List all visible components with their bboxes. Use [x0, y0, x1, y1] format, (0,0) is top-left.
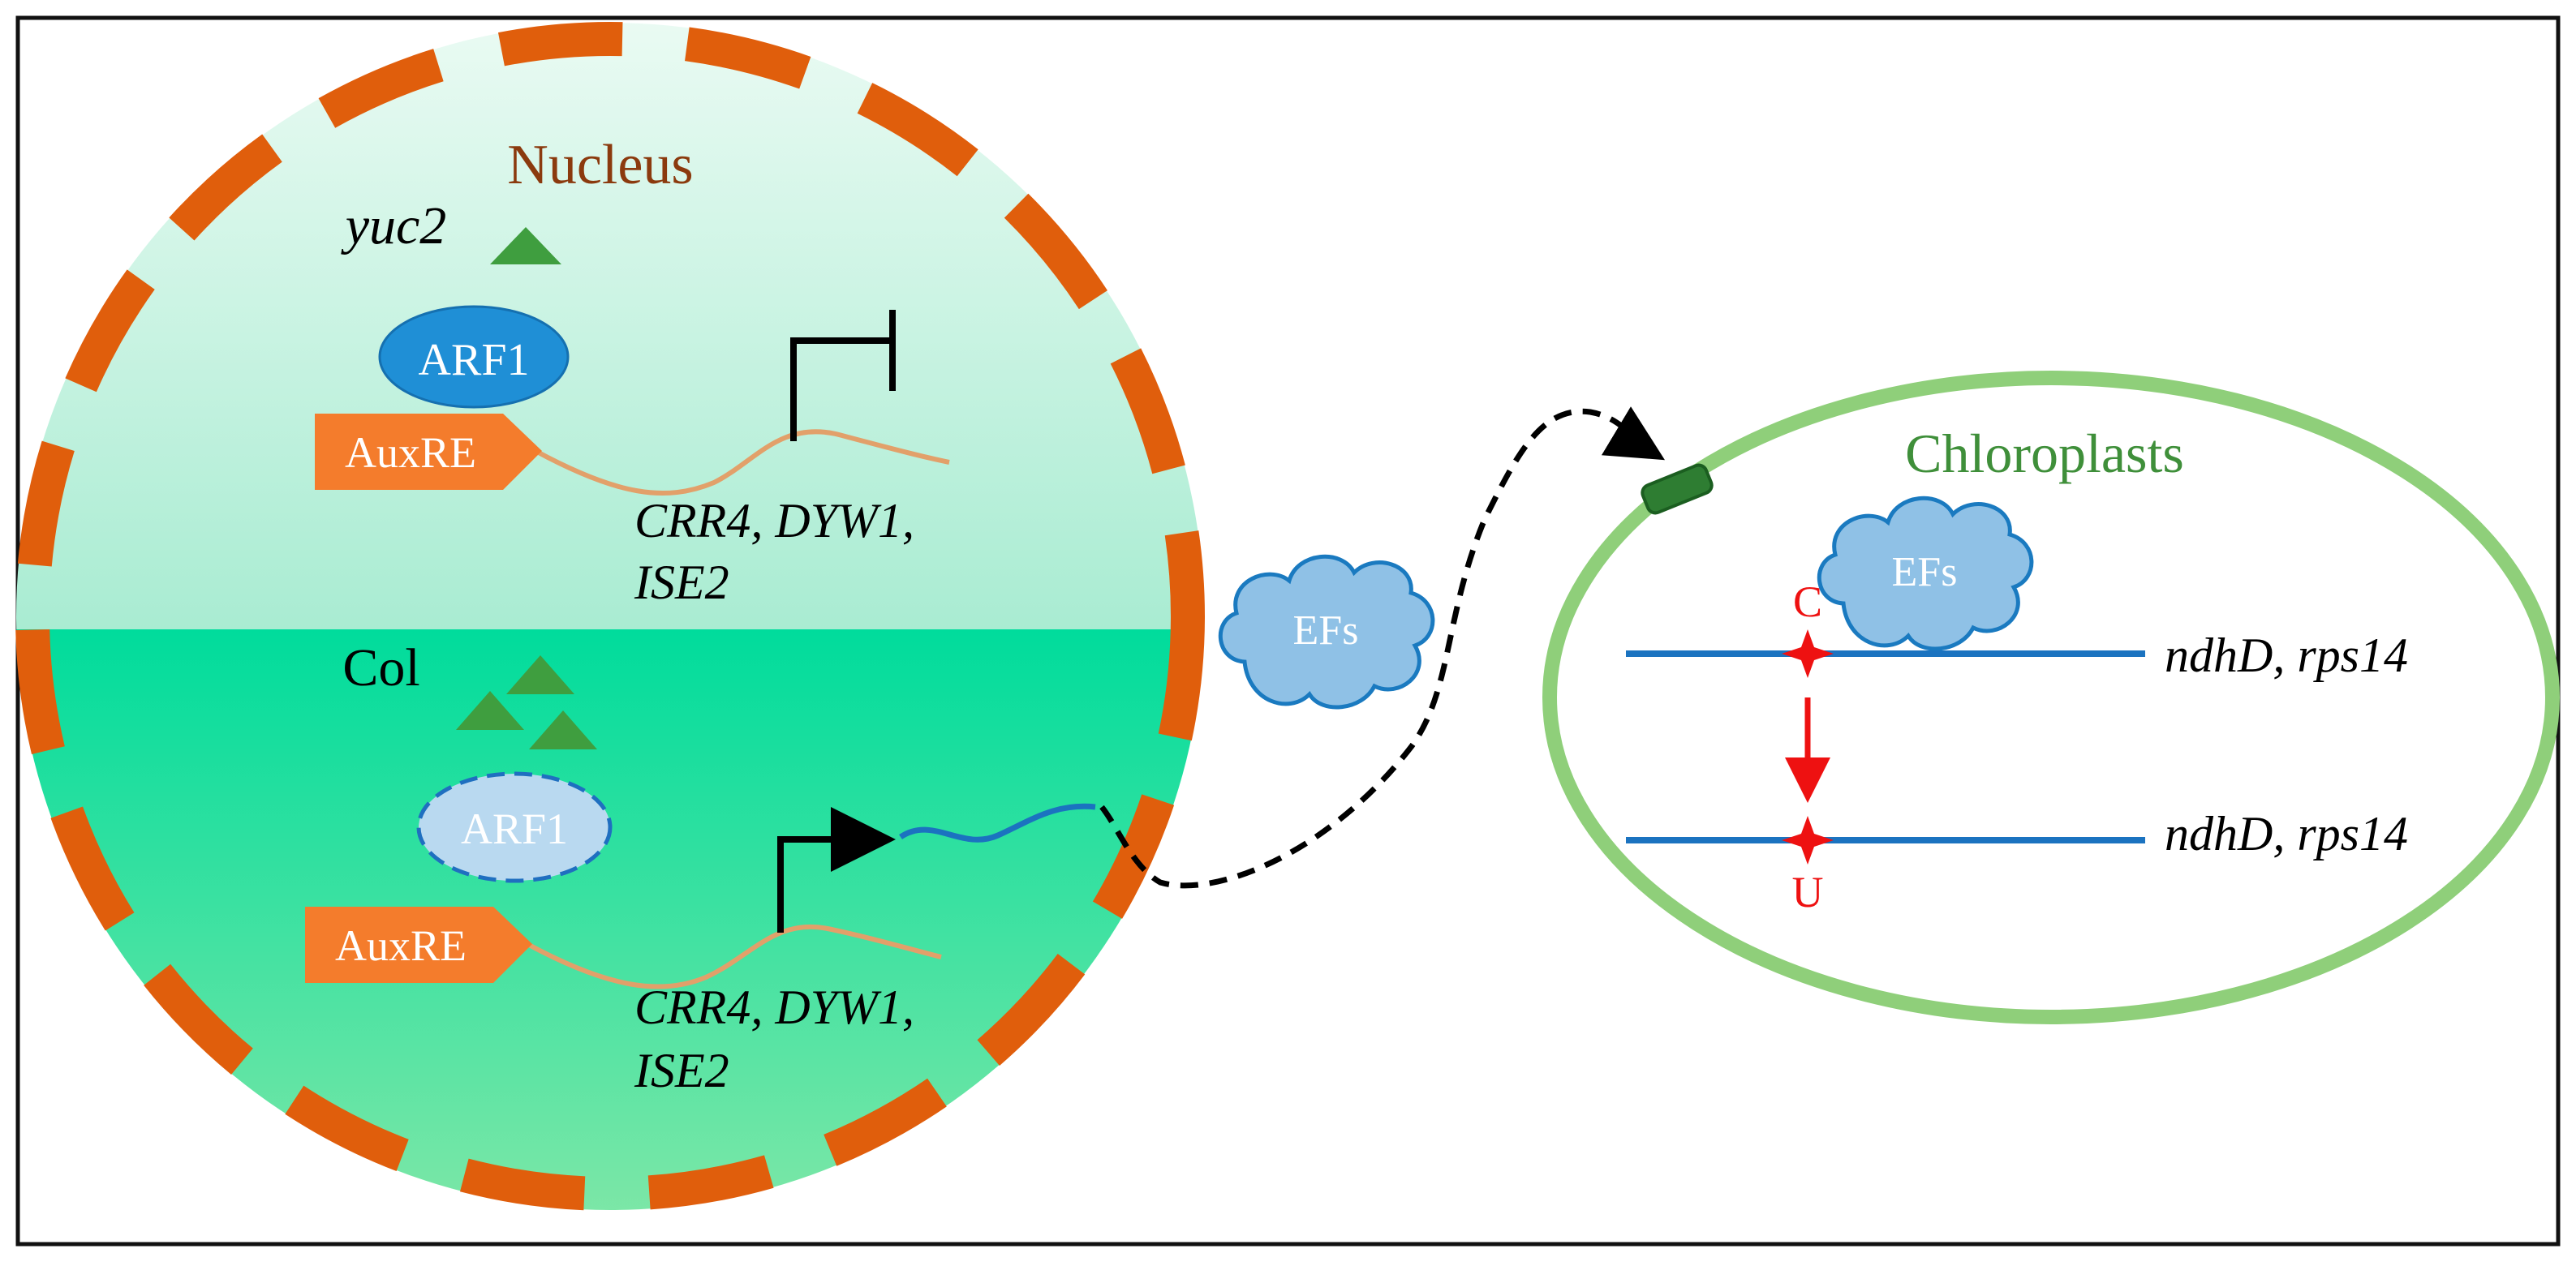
efs-cloud-cytosol: EFs [1218, 554, 1435, 710]
chloroplast-envelope [1542, 371, 2560, 1024]
auxre-label-upper: AuxRE [345, 428, 476, 477]
lower-condition-label: Col [342, 638, 419, 697]
auxin-triangle-icon [529, 710, 597, 749]
transport-path-arrow [1099, 406, 1666, 889]
upper-condition-label: yuc2 [341, 196, 447, 255]
transcript-bottom-label: ndhD, rps14 [2165, 807, 2408, 860]
upper-dna-strand [534, 429, 950, 496]
efs-label-cytosol: EFs [1293, 607, 1359, 654]
nucleus-title: Nucleus [507, 134, 693, 196]
arf1-inactive-label: ARF1 [461, 805, 568, 853]
arf1-active-label: ARF1 [419, 335, 530, 385]
chloroplast-import-channel [1641, 463, 1714, 515]
nascent-transcript [899, 803, 1096, 843]
auxin-triangle-icon [490, 227, 561, 264]
auxin-triangle-icon [506, 655, 574, 694]
chloroplast-title: Chloroplasts [1905, 423, 2184, 484]
efs-label-chloroplast: EFs [1892, 549, 1958, 595]
auxin-triangle-icon [456, 691, 524, 730]
nuclear-envelope [15, 22, 1205, 1211]
upper-genes-line2: ISE2 [634, 556, 729, 609]
efs-cloud-chloroplast: EFs [1817, 496, 2034, 651]
lower-genes-line1: CRR4, DYW1, [634, 981, 914, 1034]
auxre-element-lower: AuxRE [305, 907, 532, 983]
arf1-active: ARF1 [378, 305, 570, 409]
active-promoter-arrow-icon [777, 807, 896, 933]
auxre-element-upper: AuxRE [315, 414, 542, 490]
editing-site-star-icon [1782, 816, 1834, 865]
repressed-promoter-icon [790, 310, 896, 441]
auxre-label-lower: AuxRE [335, 921, 467, 970]
lower-genes-line2: ISE2 [634, 1044, 729, 1097]
transcript-top-label: ndhD, rps14 [2165, 629, 2408, 682]
lower-dna-strand [526, 924, 942, 989]
upper-genes-line1: CRR4, DYW1, [634, 494, 914, 547]
base-c-label: C [1793, 577, 1822, 626]
editing-site-star-icon [1782, 629, 1834, 678]
base-u-label: U [1792, 868, 1824, 916]
arf1-inactive: ARF1 [416, 771, 613, 883]
